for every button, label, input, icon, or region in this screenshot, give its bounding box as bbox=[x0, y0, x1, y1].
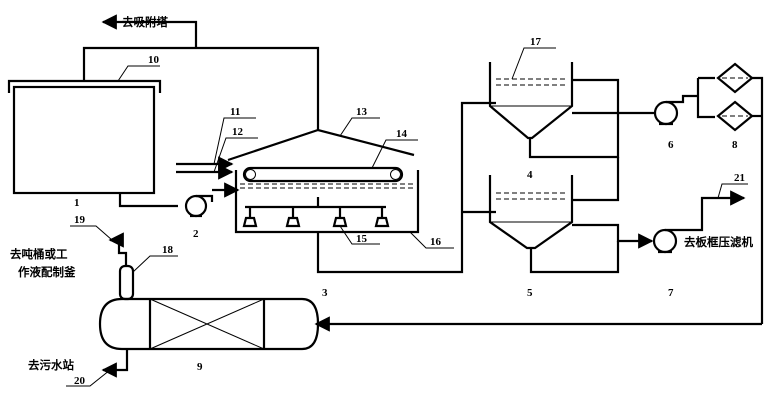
tank-1 bbox=[7, 79, 162, 195]
number-4: 4 bbox=[527, 169, 533, 181]
number-12: 12 bbox=[232, 126, 244, 138]
number-15: 15 bbox=[356, 233, 368, 245]
exhaust-pipe bbox=[82, 46, 320, 130]
number-5: 5 bbox=[527, 287, 533, 299]
filter-8 bbox=[696, 62, 764, 324]
number-20: 20 bbox=[74, 375, 86, 387]
number-11: 11 bbox=[230, 106, 240, 118]
label-to-adsorption-tower: 去吸附塔 bbox=[122, 15, 168, 29]
tank-3 bbox=[227, 128, 420, 234]
pipe-tank1-to-pump2 bbox=[118, 193, 178, 208]
label-to-filter-press: 去板框压滤机 bbox=[684, 235, 753, 249]
leader-lines bbox=[66, 47, 748, 387]
number-3: 3 bbox=[322, 287, 328, 299]
pipe-tank4-overflow bbox=[528, 78, 620, 159]
number-16: 16 bbox=[430, 236, 442, 248]
number-14: 14 bbox=[396, 128, 408, 140]
number-2: 2 bbox=[193, 228, 199, 240]
pipe-tank5-overflow bbox=[572, 157, 620, 202]
pipe-tank3-to-settlers bbox=[316, 101, 496, 274]
number-13: 13 bbox=[356, 106, 368, 118]
pipe-tank5-to-pump7 bbox=[572, 223, 654, 249]
number-17: 17 bbox=[530, 36, 542, 48]
pump-6 bbox=[653, 94, 698, 126]
label-to-barrel-line1: 去吨桶或工 bbox=[10, 247, 68, 261]
number-19: 19 bbox=[74, 214, 86, 226]
number-18: 18 bbox=[162, 244, 174, 256]
exhaust-to-adsorption bbox=[101, 14, 198, 48]
settling-tank-4 bbox=[488, 62, 574, 140]
pump-2 bbox=[184, 194, 214, 218]
pump-7 bbox=[652, 190, 746, 254]
number-10: 10 bbox=[148, 54, 160, 66]
number-21: 21 bbox=[734, 172, 745, 184]
vessel-9 bbox=[98, 232, 320, 378]
settling-tank-5 bbox=[488, 175, 574, 250]
number-9: 9 bbox=[197, 361, 203, 373]
label-to-sewage-station: 去污水站 bbox=[28, 358, 74, 372]
pipe-tank5-bottom bbox=[529, 241, 620, 274]
number-1: 1 bbox=[74, 197, 80, 209]
number-7: 7 bbox=[668, 287, 674, 299]
number-6: 6 bbox=[668, 139, 674, 151]
number-8: 8 bbox=[732, 139, 738, 151]
label-to-barrel-line2: 作液配制釜 bbox=[18, 265, 76, 279]
